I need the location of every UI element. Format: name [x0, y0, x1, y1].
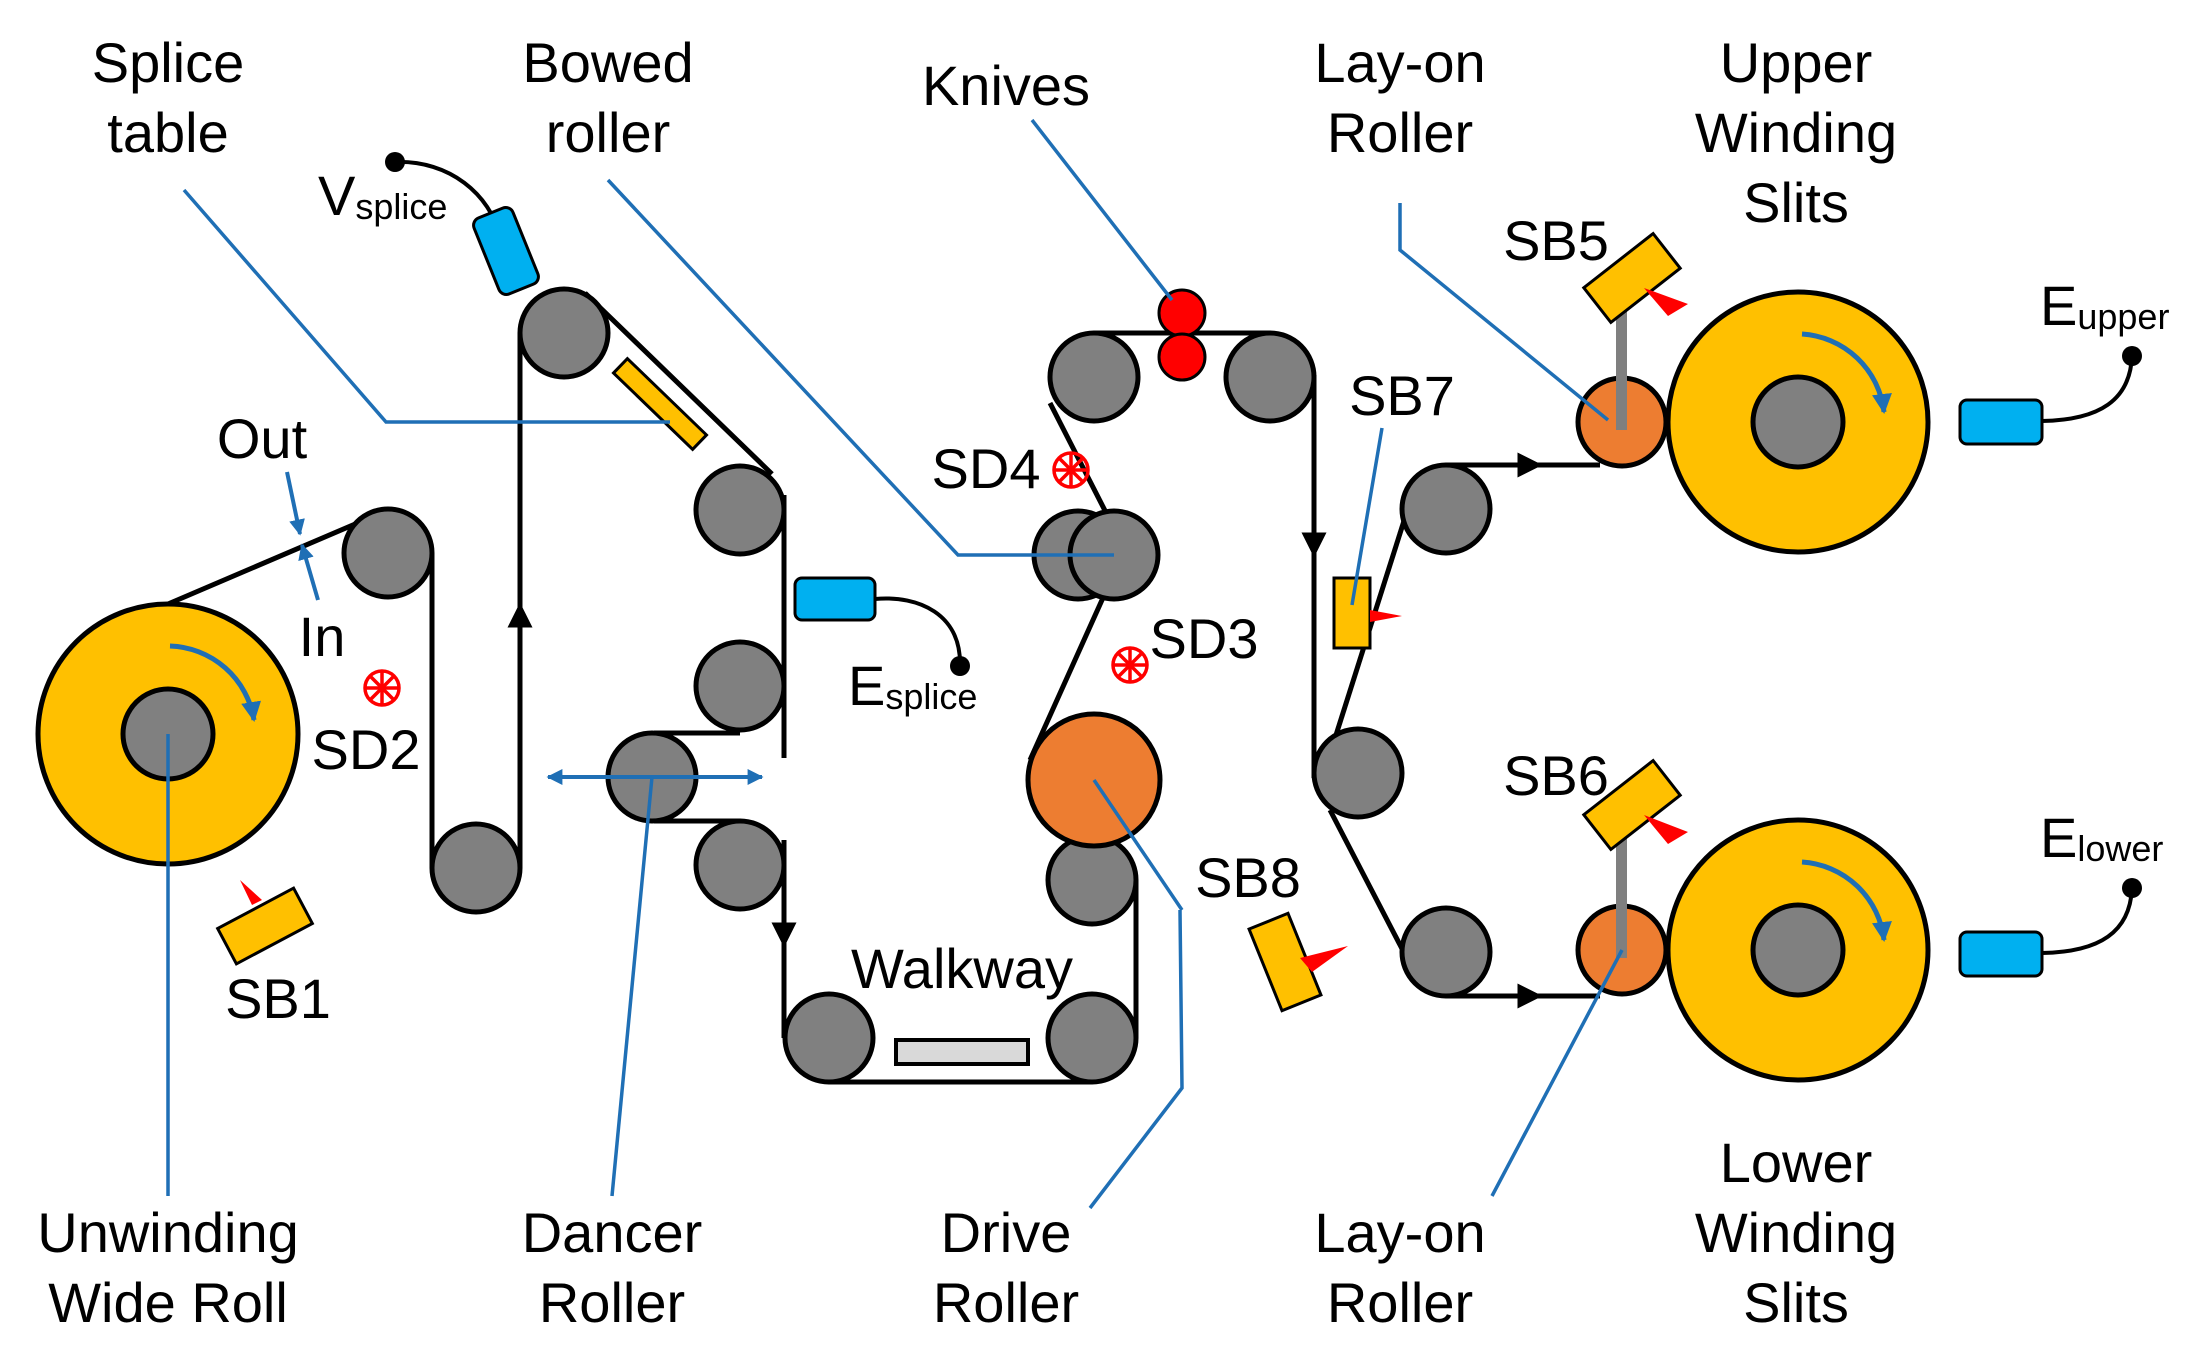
unwinding-label-1: Unwinding	[37, 1201, 299, 1264]
walkway-bar	[894, 1038, 1030, 1066]
sb6-label: SB6	[1503, 744, 1609, 807]
e-splice-label: Esplice	[848, 654, 977, 717]
out-label: Out	[217, 407, 308, 470]
sb1-sensor-icon	[215, 880, 315, 966]
bowed-roller-label-1: Bowed	[522, 31, 693, 94]
layon-upper-label-2: Roller	[1327, 101, 1473, 164]
sd3-label: SD3	[1150, 607, 1259, 670]
roller-7	[782, 991, 876, 1085]
sd2-icon	[363, 669, 401, 707]
roller-12	[1311, 726, 1405, 820]
dancer-label-2: Roller	[539, 1271, 685, 1334]
sd4-icon	[1052, 451, 1090, 489]
lower-winding-label-2: Winding	[1695, 1201, 1897, 1264]
roller-1	[341, 506, 435, 600]
upper-winding-label-1: Upper	[1720, 31, 1873, 94]
walkway-label: Walkway	[851, 937, 1073, 1000]
e-upper-encoder-icon	[1958, 346, 2142, 446]
splice-table-label-1: Splice	[92, 31, 245, 94]
v-splice-label: Vsplice	[318, 164, 447, 227]
upper-slit-blade	[1616, 280, 1627, 430]
dancer-label-1: Dancer	[522, 1201, 703, 1264]
upper-winding-label-3: Slits	[1743, 171, 1849, 234]
sb7-label: SB7	[1349, 364, 1455, 427]
lower-winding-reel	[1665, 817, 1931, 1083]
sb8-sensor-icon	[1247, 911, 1348, 1013]
sb5-sensor-icon	[1581, 231, 1688, 325]
roller-8	[1045, 991, 1139, 1085]
roller-14	[1399, 905, 1493, 999]
unwinding-label-2: Wide Roll	[48, 1271, 288, 1334]
roller-6	[693, 818, 787, 912]
sb8-label: SB8	[1195, 846, 1301, 909]
e-lower-label: Elower	[2040, 806, 2163, 869]
sd2-label: SD2	[312, 718, 421, 781]
sb6-sensor-icon	[1581, 758, 1688, 852]
sb1-label: SB1	[225, 967, 331, 1030]
layon-upper-label-1: Lay-on	[1314, 31, 1485, 94]
roller-5	[693, 639, 787, 733]
upper-winding-reel	[1665, 289, 1931, 555]
sb7-sensor-icon	[1332, 576, 1402, 650]
roller-3	[517, 286, 611, 380]
splice-table-label-2: table	[107, 101, 228, 164]
knives-label: Knives	[922, 54, 1090, 117]
leader-lines	[166, 118, 1624, 1210]
upper-winding-label-2: Winding	[1695, 101, 1897, 164]
drive-label-2: Roller	[933, 1271, 1079, 1334]
e-upper-label: Eupper	[2040, 274, 2169, 337]
roller-11	[1223, 330, 1317, 424]
e-lower-encoder-icon	[1958, 878, 2142, 978]
drive-label-1: Drive	[941, 1201, 1072, 1264]
bowed-roller-label-2: roller	[546, 101, 670, 164]
lower-slit-blade	[1616, 810, 1627, 958]
roller-9	[1045, 833, 1139, 927]
v-splice-encoder-icon	[385, 152, 540, 296]
splice-table-bar	[611, 356, 709, 452]
lower-winding-label-1: Lower	[1720, 1131, 1873, 1194]
layon-lower-label-2: Roller	[1327, 1271, 1473, 1334]
lower-winding-label-3: Slits	[1743, 1271, 1849, 1334]
knives-icon	[1157, 288, 1207, 382]
in-label: In	[299, 605, 346, 668]
roller-13	[1399, 462, 1493, 556]
layon-lower-label-1: Lay-on	[1314, 1201, 1485, 1264]
sd4-label: SD4	[932, 437, 1041, 500]
roller-10	[1047, 330, 1141, 424]
sd3-icon	[1111, 646, 1149, 684]
e-splice-encoder-icon	[793, 576, 970, 676]
sb5-label: SB5	[1503, 209, 1609, 272]
roller-4	[693, 463, 787, 557]
roller-2	[429, 821, 523, 915]
